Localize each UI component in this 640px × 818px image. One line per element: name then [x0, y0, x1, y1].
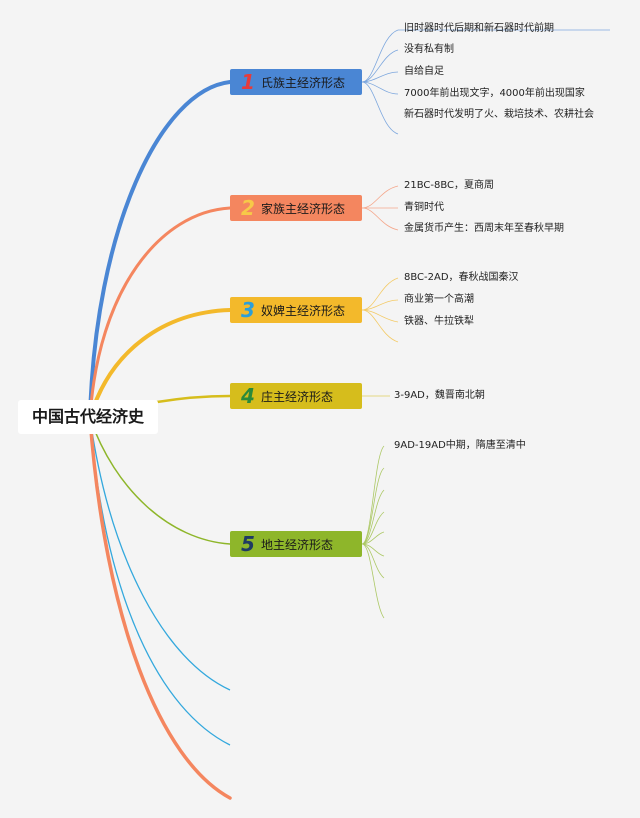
leaf-links-branch-2 — [361, 185, 399, 231]
leaf-5-1[interactable]: 9AD-19AD中期，隋唐至清中 — [394, 440, 526, 451]
leaf-1-2[interactable]: 没有私有制 — [404, 44, 454, 55]
link-extra-blue-1 — [89, 417, 231, 691]
branch-number-4: 4 — [241, 384, 255, 408]
leaf-1-3[interactable]: 自给自足 — [404, 66, 444, 77]
branch-node-4[interactable]: 4 庄主经济形态 — [230, 383, 362, 409]
branch-number-1: 1 — [241, 70, 255, 94]
leaf-2-1[interactable]: 21BC-8BC，夏商周 — [404, 180, 495, 191]
leaf-3-2[interactable]: 商业第一个高潮 — [404, 294, 474, 305]
link-branch-3 — [88, 308, 232, 420]
branch-number-3: 3 — [241, 298, 255, 322]
branch-node-2[interactable]: 2 家族主经济形态 — [230, 195, 362, 221]
branch-label-2: 家族主经济形态 — [261, 201, 346, 216]
branch-label-4: 庄主经济形态 — [261, 389, 334, 404]
leaf-2-3[interactable]: 金属货币产生：西周末年至春秋早期 — [404, 223, 564, 234]
leaf-4-1[interactable]: 3-9AD，魏晋南北朝 — [394, 390, 485, 401]
branch-label-3: 奴婢主经济形态 — [261, 303, 346, 318]
link-extra-orange — [88, 416, 232, 800]
leaf-3-1[interactable]: 8BC-2AD，春秋战国秦汉 — [404, 272, 519, 283]
leaf-links-branch-3 — [361, 277, 399, 343]
leaf-1-5[interactable]: 新石器时代发明了火、栽培技术、农耕社会 — [404, 109, 594, 120]
branch-node-1[interactable]: 1 氏族主经济形态 — [230, 69, 362, 95]
leaf-links-branch-1 — [361, 29, 610, 135]
leaf-links-branch-5 — [361, 445, 385, 619]
branch-node-5[interactable]: 5 地主经济形态 — [230, 531, 362, 557]
leaf-1-4[interactable]: 7000年前出现文字，4000年前出现国家 — [404, 88, 585, 99]
root-topic[interactable]: 中国古代经济史 — [18, 400, 158, 434]
link-branch-2 — [88, 206, 232, 420]
leaf-3-3[interactable]: 铁器、牛拉铁犁 — [404, 316, 474, 327]
link-branch-5 — [89, 417, 231, 545]
branch-node-3[interactable]: 3 奴婢主经济形态 — [230, 297, 362, 323]
root-topic-label: 中国古代经济史 — [31, 407, 144, 426]
branch-label-5: 地主经济形态 — [261, 537, 334, 552]
link-branch-1 — [88, 80, 232, 420]
branch-number-2: 2 — [241, 196, 255, 220]
link-extra-blue-2 — [89, 417, 231, 746]
leaf-1-1[interactable]: 旧时器时代后期和新石器时代前期 — [404, 23, 554, 34]
leaf-2-2[interactable]: 青铜时代 — [404, 202, 444, 213]
branch-label-1: 氏族主经济形态 — [261, 75, 346, 90]
branch-number-5: 5 — [241, 532, 255, 556]
